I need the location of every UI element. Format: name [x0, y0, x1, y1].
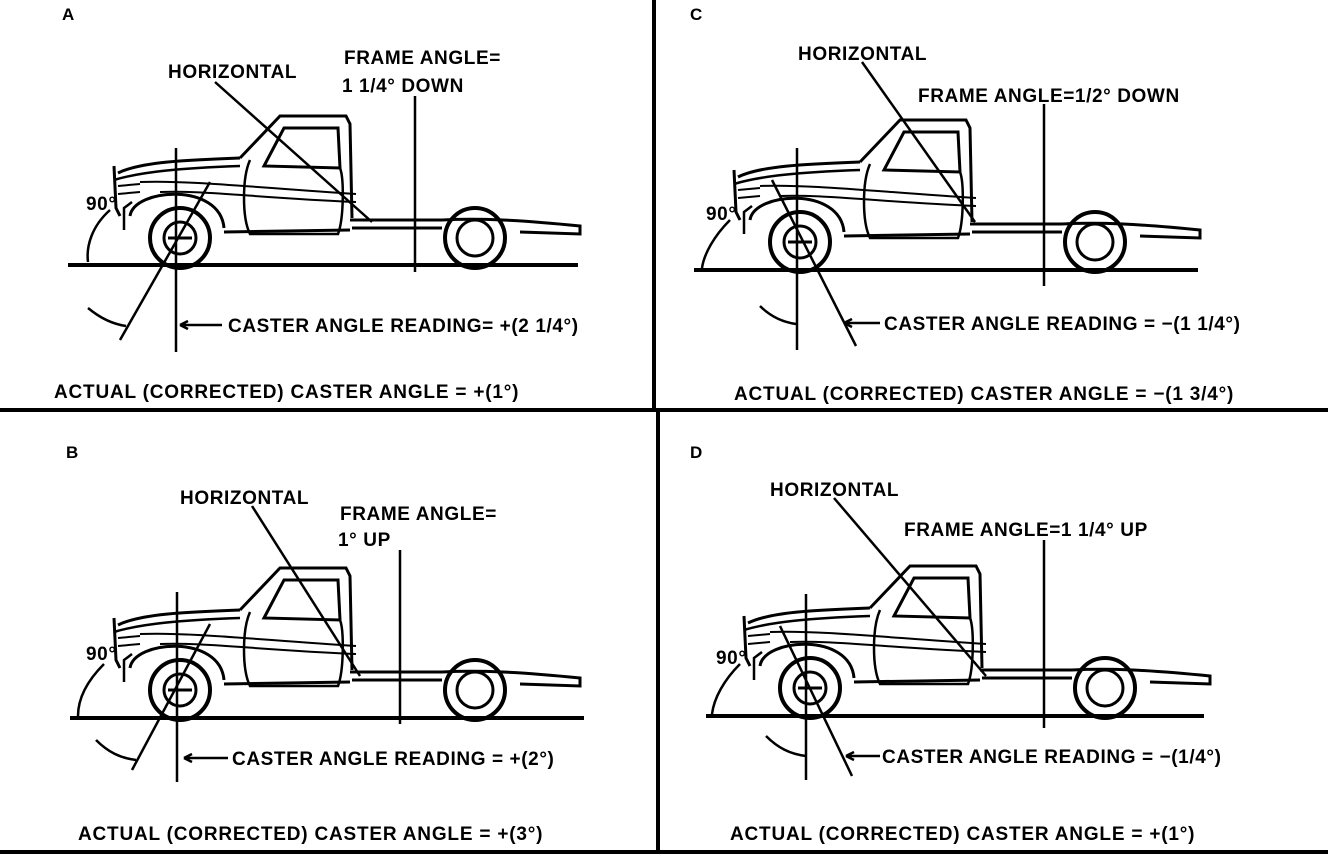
reading-arrow: [845, 750, 880, 762]
caster-axis-line: [130, 623, 212, 771]
panel-letter: C: [690, 5, 702, 24]
actual-caster-angle: ACTUAL (CORRECTED) CASTER ANGLE = −(1 3/…: [734, 384, 1234, 405]
ninety-arc: [700, 219, 731, 269]
reading-arrow: [183, 752, 228, 764]
caster-arc: [765, 735, 807, 758]
panel-letter: A: [62, 5, 74, 24]
panel-c: C HORIZONTAL FRAME ANGLE=1/2° DOWN 90° C…: [690, 5, 1241, 405]
ninety-arc: [710, 663, 741, 715]
caster-arc: [95, 739, 137, 762]
panel-b: B HORIZONTAL FRAME ANGLE= 1° UP 90° CAST…: [66, 443, 584, 845]
caster-arc: [87, 307, 127, 328]
panel-a: A HORIZONTAL FRAME ANGLE= 1 1/4° DOWN 90…: [54, 5, 582, 403]
caster-axis-line: [770, 179, 858, 347]
ninety-arc: [76, 663, 105, 717]
ninety-degree-label: 90°: [706, 204, 737, 225]
frame-angle-label: FRAME ANGLE=: [344, 48, 501, 69]
horizontal-pointer: [833, 497, 987, 677]
actual-caster-angle: ACTUAL (CORRECTED) CASTER ANGLE = +(1°): [54, 382, 519, 403]
caster-axis-line: [778, 625, 854, 777]
caster-angle-reading: CASTER ANGLE READING= +(2 1/4°): [228, 316, 579, 337]
caster-angle-reading: CASTER ANGLE READING = −(1 1/4°): [884, 314, 1241, 335]
caster-axis-line: [118, 181, 212, 341]
frame-angle-label: FRAME ANGLE=1 1/4° UP: [904, 520, 1148, 541]
frame-angle-value: 1 1/4° DOWN: [342, 76, 464, 97]
ninety-arc: [86, 209, 111, 263]
reading-arrow: [179, 319, 222, 331]
caster-arc: [759, 305, 797, 326]
ninety-degree-label: 90°: [86, 644, 117, 665]
frame-angle-value: 1° UP: [338, 530, 391, 551]
actual-caster-angle: ACTUAL (CORRECTED) CASTER ANGLE = +(3°): [78, 824, 543, 845]
caster-angle-reading: CASTER ANGLE READING = +(2°): [232, 749, 554, 770]
caster-angle-reading: CASTER ANGLE READING = −(1/4°): [882, 747, 1222, 768]
horizontal-pointer: [214, 81, 373, 223]
horizontal-label: HORIZONTAL: [168, 62, 297, 83]
panel-letter: D: [690, 443, 702, 462]
horizontal-label: HORIZONTAL: [180, 488, 309, 509]
actual-caster-angle: ACTUAL (CORRECTED) CASTER ANGLE = +(1°): [730, 824, 1195, 845]
ninety-degree-label: 90°: [86, 194, 117, 215]
horizontal-pointer: [250, 505, 362, 677]
reading-arrow: [843, 317, 880, 329]
panel-d: D HORIZONTAL FRAME ANGLE=1 1/4° UP 90° C…: [690, 443, 1222, 845]
ninety-degree-label: 90°: [716, 648, 747, 669]
horizontal-label: HORIZONTAL: [770, 480, 899, 501]
frame-angle-label: FRAME ANGLE=: [340, 504, 497, 525]
panel-letter: B: [66, 443, 78, 462]
horizontal-label: HORIZONTAL: [798, 44, 927, 65]
horizontal-pointer: [860, 61, 977, 223]
frame-angle-label: FRAME ANGLE=1/2° DOWN: [918, 86, 1180, 107]
